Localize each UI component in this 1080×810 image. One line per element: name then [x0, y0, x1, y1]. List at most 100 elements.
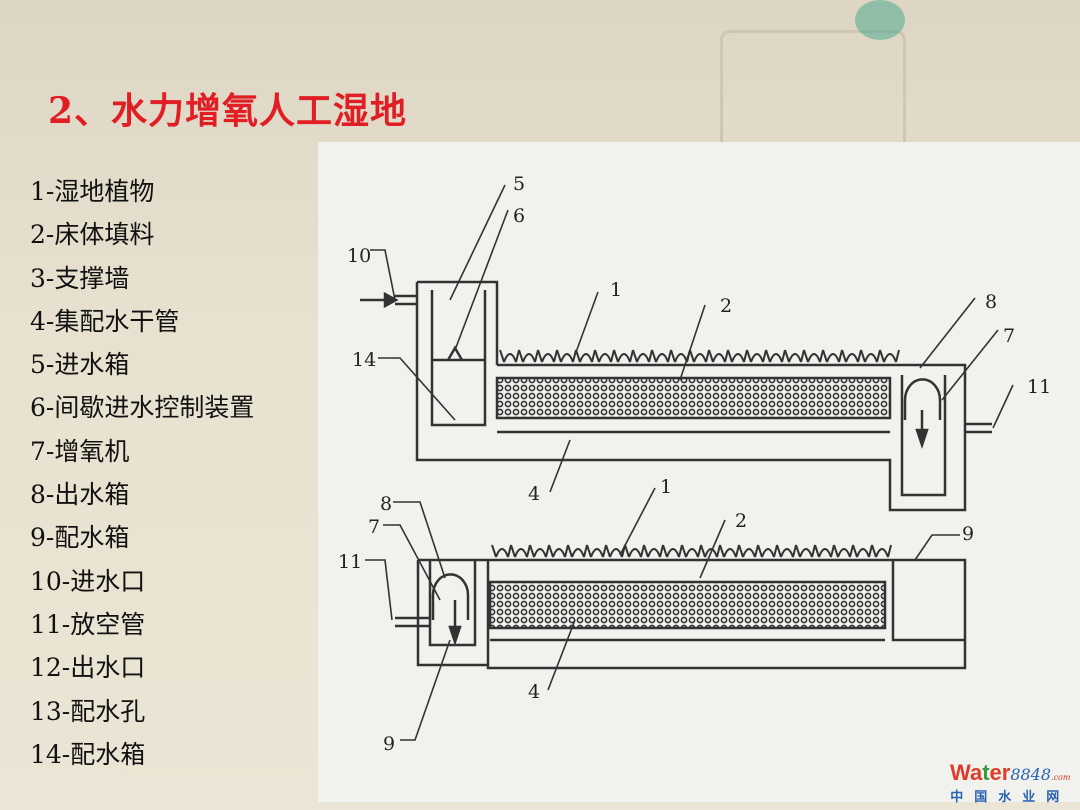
legend-list: 1-湿地植物 2-床体填料 3-支撑墙 4-集配水干管 5-进水箱 6-间歇进水… [30, 170, 254, 776]
plant-mark [586, 544, 607, 558]
outlet-box [900, 375, 947, 497]
label-2: 2 [720, 295, 732, 317]
bed-filler [495, 376, 892, 420]
plant-mark [871, 544, 892, 558]
logo-subtitle: 中国水业网 [950, 790, 1071, 805]
plant-mark [643, 544, 664, 558]
plant-mark [765, 349, 786, 363]
bed-filler-bottom [488, 580, 887, 630]
plant-mark [860, 349, 881, 363]
label-7: 7 [1003, 325, 1015, 347]
plant-mark [651, 349, 672, 363]
plant-mark [795, 544, 816, 558]
legend-item: 2-床体填料 [30, 220, 155, 250]
legend-item: 13-配水孔 [30, 696, 146, 726]
label-4-bottom: 4 [528, 681, 540, 703]
background-glass [720, 30, 906, 153]
plant-mark [727, 349, 748, 363]
logo-number: 8848 [1010, 765, 1052, 784]
label-1-bottom: 1 [660, 476, 672, 498]
leader-lines [365, 184, 1014, 741]
label-5: 5 [513, 173, 525, 195]
drain-pipe-bottom [395, 616, 430, 628]
legend-item: 5-进水箱 [30, 350, 130, 380]
drain-pipe [965, 422, 992, 434]
plant-mark [776, 544, 797, 558]
plant-mark [529, 544, 550, 558]
plant-mark [681, 544, 702, 558]
inlet-pipe [395, 294, 417, 306]
plant-mark [746, 349, 767, 363]
plant-mark [803, 349, 824, 363]
plant-mark [852, 544, 873, 558]
label-1: 1 [610, 279, 622, 301]
plant-mark [708, 349, 729, 363]
inlet-box [430, 290, 487, 427]
watermark-logo: Water8848.com 中国水业网 [950, 760, 1070, 805]
plant-mark [879, 349, 900, 363]
legend-item: 10-进水口 [30, 566, 146, 596]
distribution-box-bottom [891, 560, 965, 642]
label-9-bottom: 9 [383, 733, 395, 755]
plants-bottom [491, 544, 892, 558]
logo-text: Wa [950, 760, 983, 785]
plant-mark [491, 544, 512, 558]
bottom-system [395, 544, 967, 670]
plant-mark [632, 349, 653, 363]
label-10: 10 [347, 245, 371, 267]
top-system [360, 280, 992, 512]
plant-mark [537, 349, 558, 363]
legend-item: 6-间歇进水控制装置 [30, 393, 255, 423]
background-leaf [855, 0, 905, 40]
plant-mark [518, 349, 539, 363]
plant-mark [719, 544, 740, 558]
plant-mark [624, 544, 645, 558]
plant-mark [567, 544, 588, 558]
legend-item: 8-出水箱 [30, 480, 130, 510]
logo-text: er [989, 760, 1011, 785]
plant-mark [594, 349, 615, 363]
plant-mark [548, 544, 569, 558]
slide-title: 2、水力增氧人工湿地 [48, 90, 408, 132]
label-7-bottom: 7 [368, 516, 380, 538]
plant-mark [700, 544, 721, 558]
label-8: 8 [985, 291, 997, 313]
logo-tld: .com [1051, 773, 1071, 782]
plant-mark [556, 349, 577, 363]
legend-item: 14-配水箱 [30, 739, 146, 769]
plant-mark [689, 349, 710, 363]
label-2-bottom: 2 [735, 510, 747, 532]
top-outer-wall [415, 280, 967, 512]
label-11: 11 [1027, 376, 1051, 398]
label-8-bottom: 8 [380, 493, 392, 515]
bottom-outer-wall [416, 558, 967, 670]
wetland-diagram [318, 142, 1080, 802]
plant-mark [784, 349, 805, 363]
logo-text: t [982, 760, 990, 785]
legend-item: 7-增氧机 [30, 436, 130, 466]
legend-item: 11-放空管 [30, 609, 146, 639]
plant-mark [757, 544, 778, 558]
label-4: 4 [528, 483, 540, 505]
label-11-bottom: 11 [338, 551, 362, 573]
legend-item: 3-支撑墙 [30, 263, 130, 293]
plant-mark [841, 349, 862, 363]
plant-mark [814, 544, 835, 558]
plant-mark [833, 544, 854, 558]
legend-item: 4-集配水干管 [30, 306, 180, 336]
legend-item: 12-出水口 [30, 653, 146, 683]
label-6: 6 [513, 205, 525, 227]
plant-mark [662, 544, 683, 558]
plant-mark [822, 349, 843, 363]
plant-mark [510, 544, 531, 558]
label-9-right: 9 [962, 523, 974, 545]
plants-top [499, 349, 900, 363]
diagram-labels: 5 6 10 1 2 14 8 7 11 4 1 2 9 8 7 11 4 9 [338, 173, 1051, 755]
legend-item: 9-配水箱 [30, 523, 130, 553]
plant-mark [575, 349, 596, 363]
label-14: 14 [352, 349, 376, 371]
plant-mark [738, 544, 759, 558]
plant-mark [613, 349, 634, 363]
legend-item: 1-湿地植物 [30, 177, 155, 206]
